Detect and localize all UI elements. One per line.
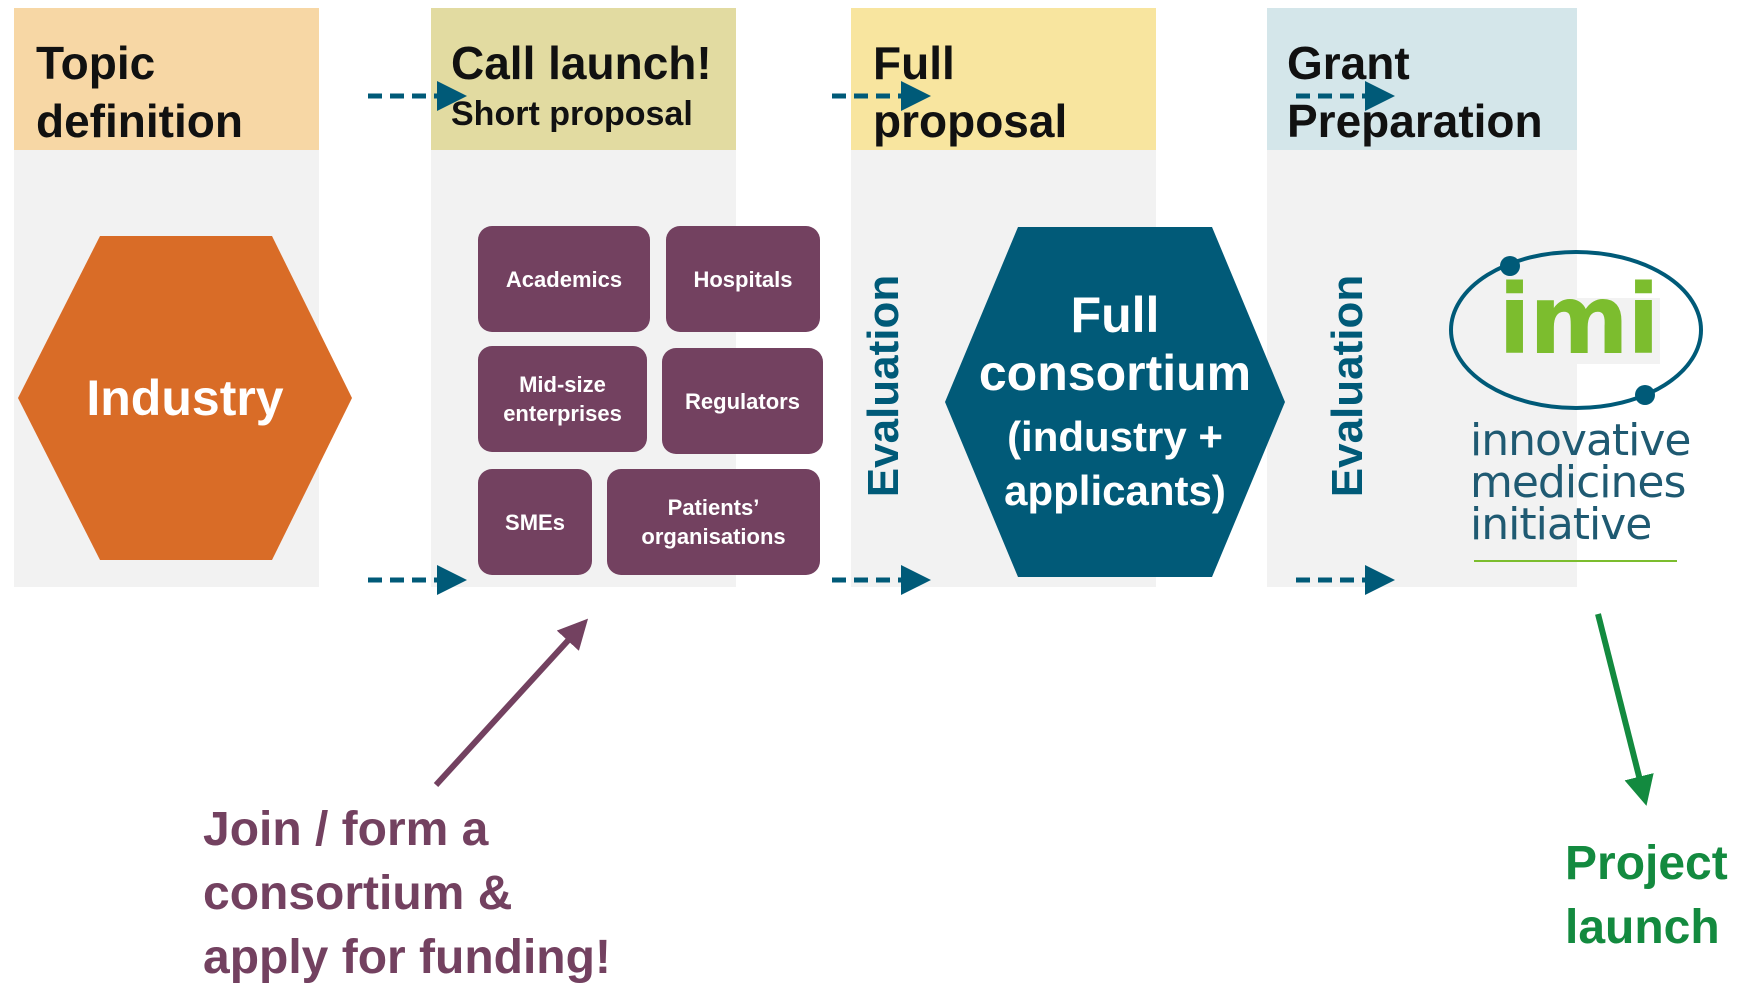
header-subtitle: Short proposal [451,95,693,133]
imi-logo-dot [1500,256,1520,276]
header-title-line: definition [36,95,243,147]
imi-logo-ring-gap [1492,298,1660,364]
callout-join-consortium: Join / form a consortium & apply for fun… [203,798,611,990]
callout-line: Join / form a [203,803,489,856]
callout-line: consortium & [203,867,513,920]
column-header-full: Full proposal [851,8,1156,150]
imi-logo-mark: imi [1498,264,1660,376]
consortium-line: applicants) [1004,467,1226,514]
column-header-call: Call launch! Short proposal [431,8,736,150]
header-title-line: Grant [1287,37,1410,89]
header-title-line: Topic [36,37,156,89]
column-body-grant [1267,150,1577,587]
imi-logo-ring [1449,250,1703,410]
consortium-line: Full [1070,287,1160,343]
consortium-hexagon [945,227,1285,577]
industry-label: Industry [86,370,284,426]
tile-hospitals: Hospitals [666,226,820,332]
project-launch-label: Project launch [1565,832,1741,960]
evaluation-label-2: Evaluation [1323,274,1372,498]
callout-arrow [433,618,589,788]
header-title-line: Call launch! [451,37,712,89]
tile-mid-size-enterprises: Mid-size enterprises [478,346,647,452]
tile-academics: Academics [478,226,650,332]
header-title-line: Preparation [1287,95,1543,147]
header-title-line: Full [873,37,955,89]
column-header-topic: Topic definition [14,8,319,150]
consortium-line: consortium [978,345,1252,401]
imi-logo-line: medicines [1470,457,1686,508]
tile-regulators: Regulators [662,348,823,454]
imi-logo-dot [1635,385,1655,405]
imi-logo-line: initiative [1470,499,1652,550]
industry-hexagon [18,236,352,560]
evaluation-label-1: Evaluation [859,274,908,498]
consortium-line: (industry + [1007,413,1223,460]
imi-logo-wordmark: innovative medicines initiative [1470,415,1692,550]
launch-line: Project [1565,837,1728,890]
launch-arrow [1595,613,1654,806]
callout-line: apply for funding! [203,931,611,984]
imi-logo-line: innovative [1470,415,1692,466]
launch-line: launch [1565,901,1720,954]
column-header-grant: Grant Preparation [1267,8,1577,150]
tile-smes: SMEs [478,469,592,575]
tile-patients-organisations: Patients’ organisations [607,469,820,575]
full-consortium-label: Full consortium (industry + applicants) [955,286,1275,518]
